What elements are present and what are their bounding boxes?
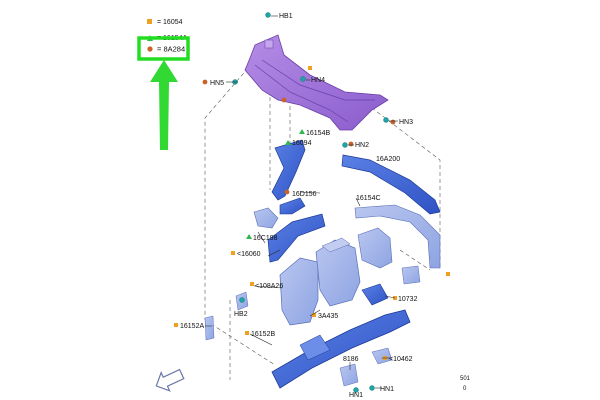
- circle-marker-icon: [147, 46, 153, 52]
- label-hb1: HB1: [279, 13, 293, 20]
- bolt-icon: [383, 117, 389, 123]
- weld-nut-icon: [281, 97, 287, 103]
- triangle-marker-icon: [299, 129, 305, 134]
- label-hn3: HN3: [399, 119, 413, 126]
- square-marker-icon: [446, 272, 450, 276]
- front-direction-arrow-icon: [155, 368, 185, 392]
- pointer-arrow-icon: [150, 60, 178, 150]
- callout-labels: HB1 HN4 HN5 HN3 16154B 16094 HN2 16A200 …: [180, 13, 471, 399]
- bolt-icon: [342, 142, 348, 148]
- circle-marker-icon: [284, 189, 290, 195]
- label-16152b: 16152B: [251, 331, 275, 338]
- part-3a435: [315, 237, 361, 307]
- label-3a435: 3A435: [318, 313, 338, 320]
- bolt-icon: [353, 387, 359, 393]
- triangle-marker-icon: [246, 234, 252, 239]
- part-16152a: [204, 315, 215, 341]
- circle-marker-icon: [202, 79, 208, 85]
- part-16c198: [253, 207, 279, 229]
- part-10732: [357, 227, 421, 306]
- part-16154c: [354, 204, 441, 269]
- label-hn1-right: HN1: [380, 386, 394, 393]
- label-hn5: HN5: [210, 80, 224, 87]
- part-16060: [267, 213, 326, 263]
- label-16060: <16060: [237, 251, 261, 258]
- part-108a26: [279, 257, 319, 326]
- bolt-icon: [265, 12, 271, 18]
- part-16154b: [271, 139, 306, 201]
- legend-item-8a284: = 8A284: [147, 45, 185, 54]
- part-16152b: [271, 309, 411, 389]
- label-16a200: 16A200: [376, 156, 400, 163]
- legend-highlight-box: [137, 36, 190, 61]
- label-108a26: <108A26: [255, 283, 283, 290]
- fasteners: [232, 12, 389, 393]
- square-marker-icon: [308, 66, 312, 70]
- corner-code-a: 501: [460, 376, 471, 382]
- part-16a200: [341, 154, 441, 215]
- label-hn4: HN4: [311, 77, 325, 84]
- square-marker-icon: [245, 331, 249, 335]
- label-16d156: 16D156: [292, 191, 317, 198]
- square-marker-icon: [147, 19, 152, 24]
- square-marker-icon: [312, 313, 316, 317]
- legend-label: = 16054: [157, 19, 183, 26]
- corner-code-b: 0: [463, 386, 467, 392]
- part-16d156: [279, 197, 306, 215]
- circle-marker-icon: [348, 141, 354, 147]
- part-8186: [339, 363, 359, 387]
- label-hb2: HB2: [234, 311, 248, 318]
- bolt-icon: [300, 76, 306, 82]
- bolt-icon: [369, 385, 375, 391]
- square-marker-icon: [250, 282, 254, 286]
- square-marker-icon: [174, 323, 178, 327]
- triangle-marker-icon: [285, 140, 291, 145]
- circle-marker-icon: [390, 119, 396, 125]
- label-16152a: 16152A: [180, 323, 204, 330]
- bolt-icon: [239, 297, 245, 303]
- label-16094: 16094: [292, 140, 312, 147]
- legend-label: = 8A284: [157, 45, 185, 54]
- label-16154c: 16154C: [356, 195, 381, 202]
- upper-radiator-support: [244, 34, 389, 131]
- legend: = 16054 = 16154A = 8A284: [137, 19, 190, 61]
- label-10732: 10732: [398, 296, 418, 303]
- label-hn1-bottom: HN1: [349, 392, 363, 399]
- leader-lines: [205, 15, 398, 389]
- square-marker-icon: [231, 251, 235, 255]
- label-16154b: 16154B: [306, 130, 330, 137]
- label-16c198: 16C198: [253, 235, 278, 242]
- legend-item-16054: = 16054: [147, 19, 183, 26]
- label-10462: <10462: [389, 356, 413, 363]
- label-hn2: HN2: [355, 142, 369, 149]
- label-8186: 8186: [343, 356, 359, 363]
